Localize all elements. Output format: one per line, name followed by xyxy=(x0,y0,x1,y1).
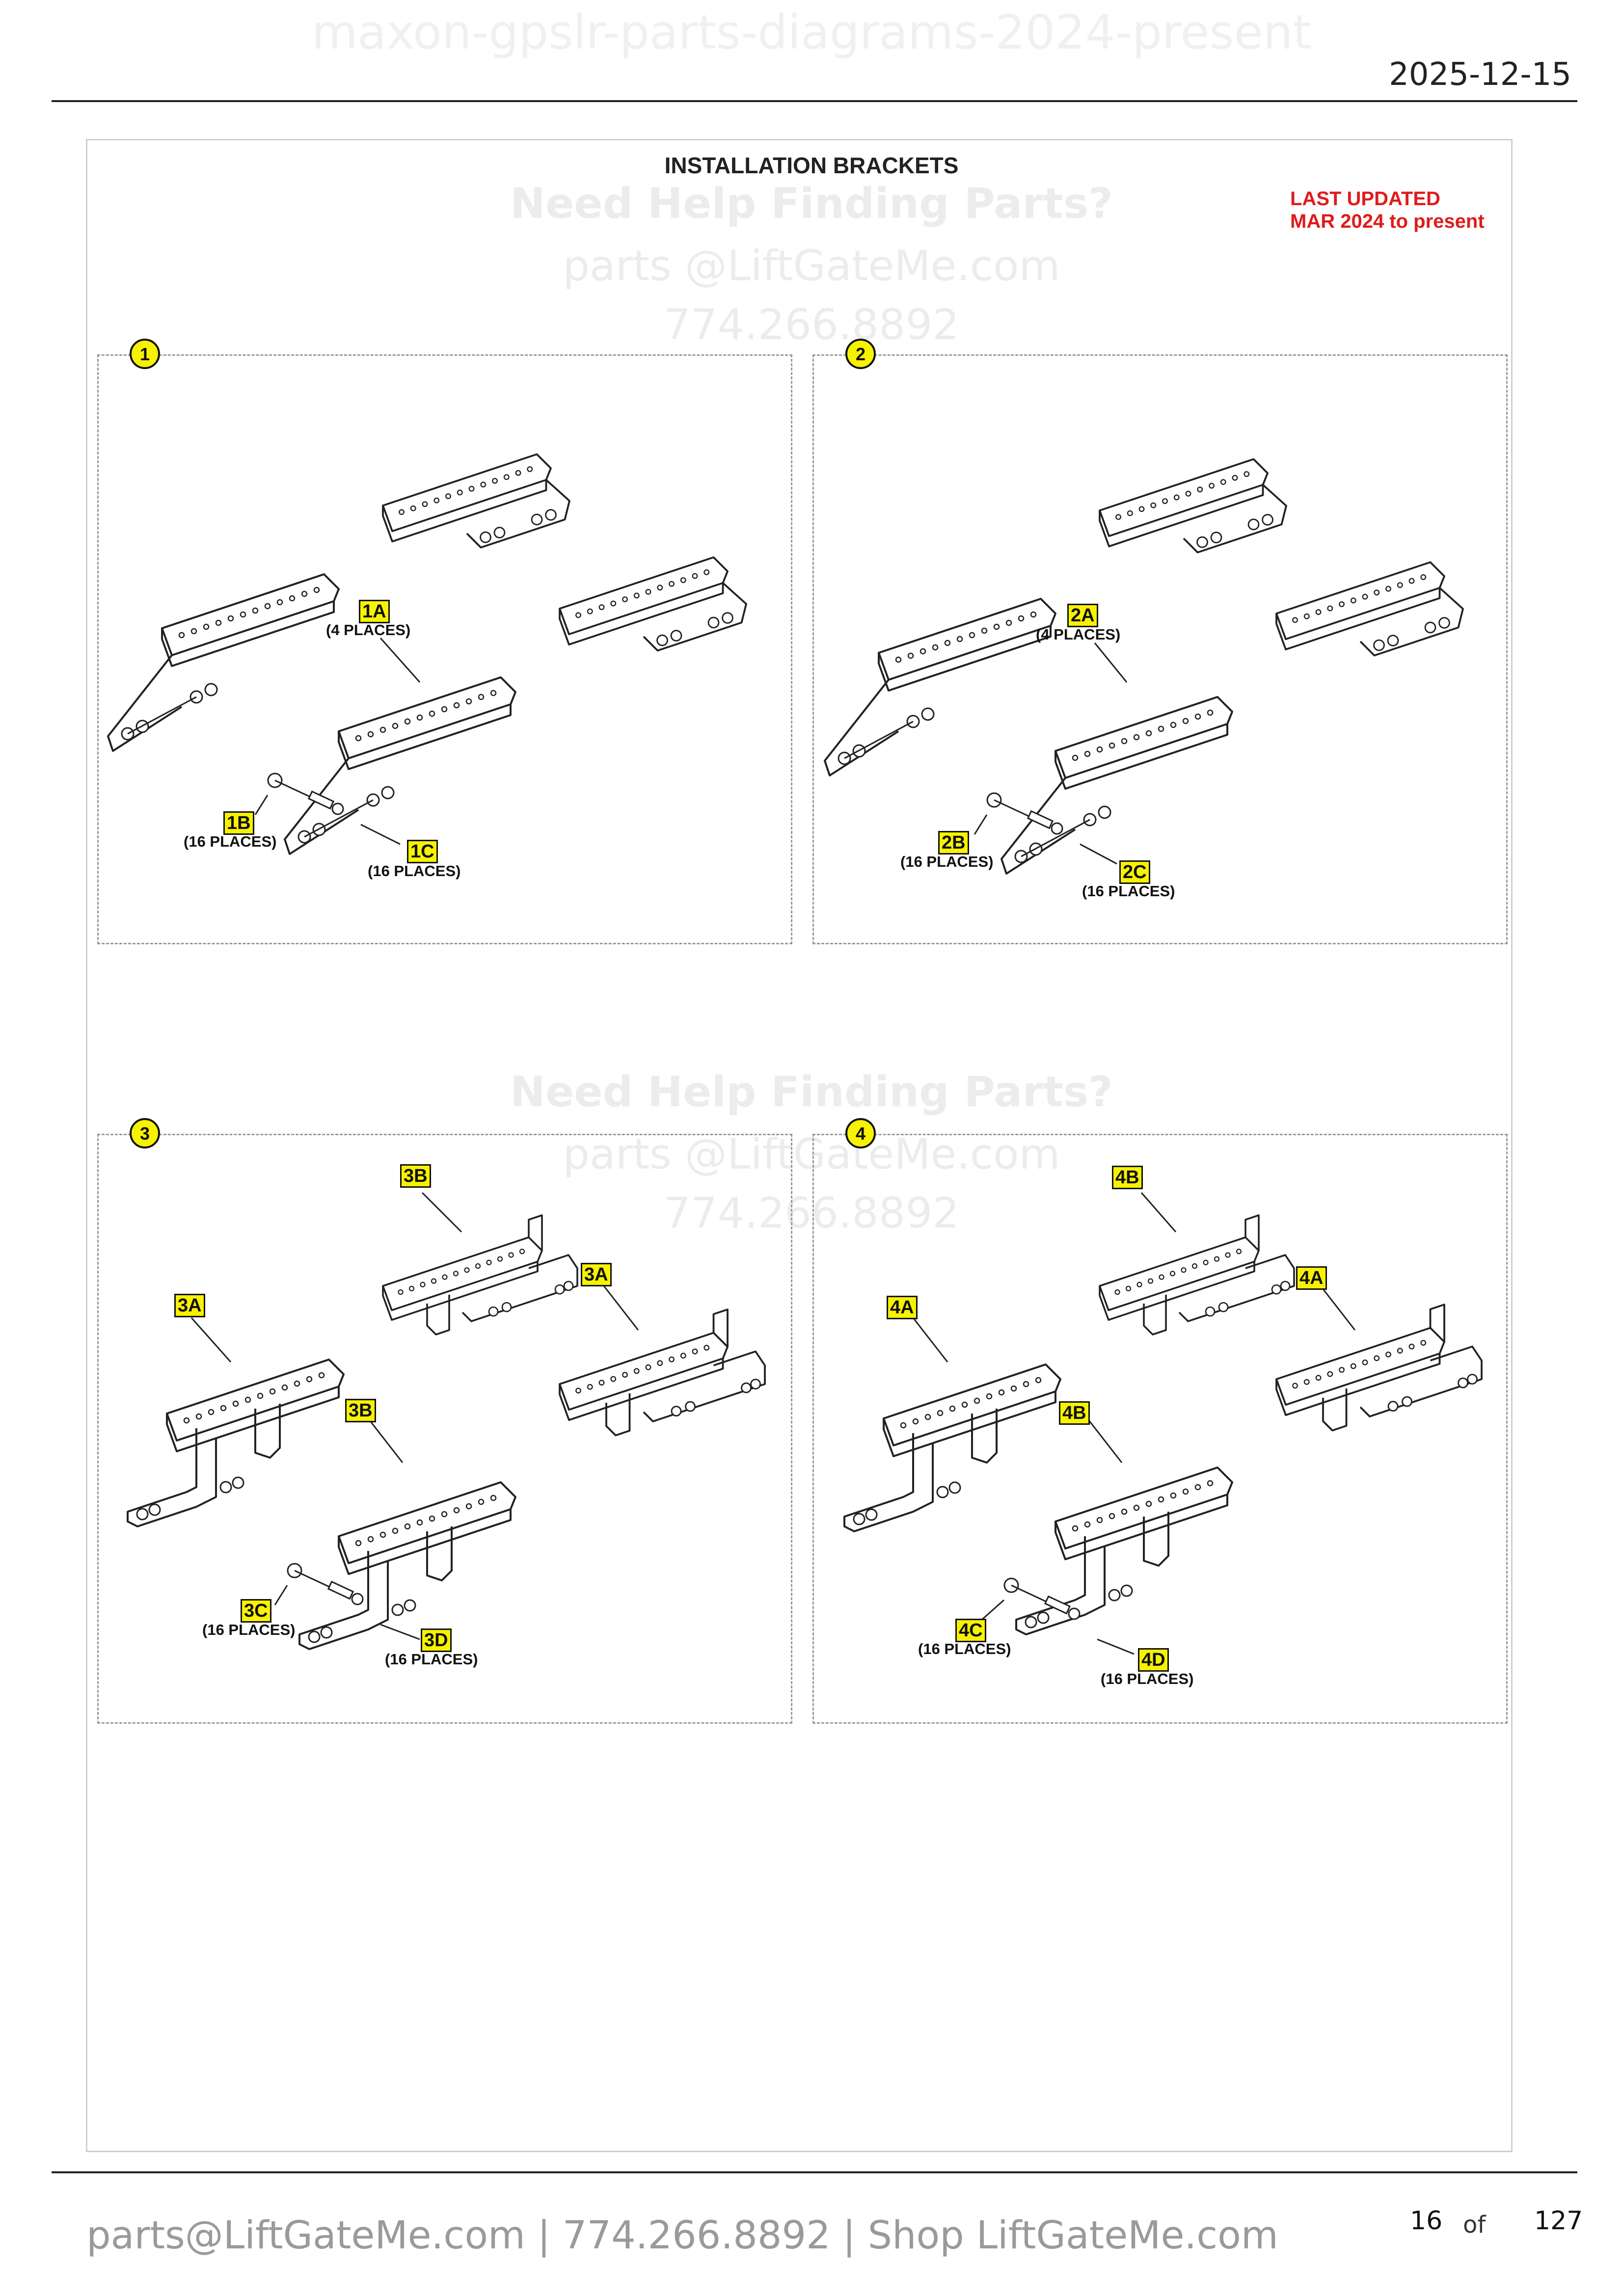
callout-2a-qty: (4 PLACES) xyxy=(1036,626,1121,643)
panel-1 xyxy=(97,354,792,944)
panel-1-number-badge: 1 xyxy=(130,339,160,369)
footer-rule xyxy=(52,2171,1577,2173)
callout-4d-qty: (16 PLACES) xyxy=(1101,1670,1194,1687)
callout-4c: 4C xyxy=(955,1619,986,1642)
watermark-phone-mid: 774.266.8892 xyxy=(664,1189,959,1238)
watermark-phone-top: 774.266.8892 xyxy=(664,300,959,349)
callout-1b: 1B xyxy=(223,811,254,835)
callout-3c-qty: (16 PLACES) xyxy=(202,1621,296,1638)
panel-2-number-badge: 2 xyxy=(845,339,876,369)
callout-3c: 3C xyxy=(241,1599,271,1623)
callout-3d-qty: (16 PLACES) xyxy=(385,1651,478,1668)
page-total: 127 xyxy=(1534,2206,1583,2236)
watermark-document-title: maxon-gpslr-parts-diagrams-2024-present xyxy=(311,5,1312,60)
callout-4b-top: 4B xyxy=(1112,1166,1143,1189)
footer-contact: parts@LiftGateMe.com | 774.266.8892 | Sh… xyxy=(86,2214,1278,2258)
watermark-help-top: Need Help Finding Parts? xyxy=(510,179,1113,228)
panel-1-brackets xyxy=(108,454,746,854)
watermark-help-mid: Need Help Finding Parts? xyxy=(510,1068,1113,1117)
callout-2b-qty: (16 PLACES) xyxy=(900,853,994,870)
callout-4a-right: 4A xyxy=(1296,1266,1327,1290)
panel-4 xyxy=(812,1134,1508,1724)
watermark-email-mid: parts @LiftGateMe.com xyxy=(563,1130,1060,1179)
panel-2-brackets xyxy=(825,459,1463,874)
callout-3d: 3D xyxy=(421,1629,452,1652)
page-of-label: of xyxy=(1463,2211,1486,2239)
callout-4c-qty: (16 PLACES) xyxy=(918,1640,1011,1657)
panel-3 xyxy=(97,1134,792,1724)
document-date: 2025-12-15 xyxy=(1389,56,1571,93)
page-current: 16 xyxy=(1410,2206,1443,2236)
panel-2 xyxy=(812,354,1508,944)
callout-2b: 2B xyxy=(938,831,969,854)
callout-1a: 1A xyxy=(359,600,390,623)
panel-3-brackets xyxy=(128,1192,765,1649)
diagram-title: INSTALLATION BRACKETS xyxy=(664,153,959,178)
watermark-email-top: parts @LiftGateMe.com xyxy=(563,241,1060,291)
last-updated-range: MAR 2024 to present xyxy=(1290,211,1485,232)
callout-2a: 2A xyxy=(1067,604,1098,627)
callout-3b-bottom: 3B xyxy=(345,1399,376,1422)
callout-2c-qty: (16 PLACES) xyxy=(1082,882,1175,900)
callout-3a-right: 3A xyxy=(581,1263,612,1286)
callout-1c-qty: (16 PLACES) xyxy=(368,862,461,880)
panel-4-brackets xyxy=(844,1192,1482,1655)
callout-1c: 1C xyxy=(407,840,438,863)
callout-4b-bottom: 4B xyxy=(1059,1401,1090,1425)
header-rule xyxy=(52,100,1577,102)
panel-3-number-badge: 3 xyxy=(130,1118,160,1148)
callout-2c: 2C xyxy=(1119,860,1150,884)
callout-4a-left: 4A xyxy=(887,1296,918,1319)
last-updated-note: LAST UPDATED MAR 2024 to present xyxy=(1290,187,1485,233)
callout-3b-top: 3B xyxy=(400,1164,431,1188)
callout-1b-qty: (16 PLACES) xyxy=(184,833,277,850)
callout-4d: 4D xyxy=(1138,1648,1169,1672)
last-updated-label: LAST UPDATED xyxy=(1290,188,1440,210)
panel-4-number-badge: 4 xyxy=(845,1118,876,1148)
diagram-frame xyxy=(86,139,1513,2152)
callout-1a-qty: (4 PLACES) xyxy=(326,621,411,639)
callout-3a-left: 3A xyxy=(174,1294,205,1317)
